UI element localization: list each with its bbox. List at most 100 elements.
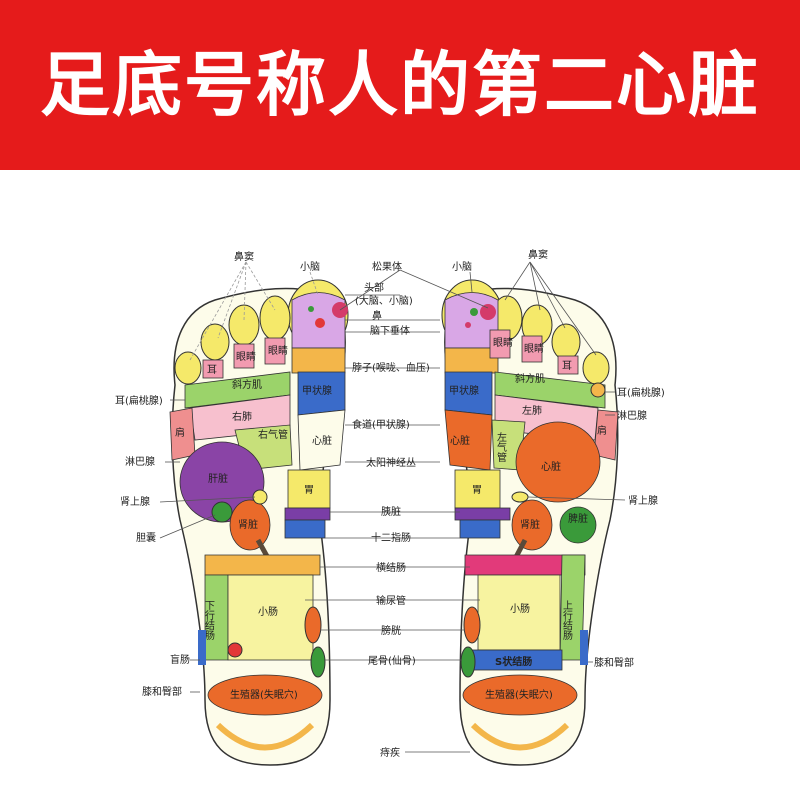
right-eye-zone-1 — [489, 329, 511, 359]
right-toe-4 — [551, 323, 581, 361]
right-stomach-label: 胃 — [472, 484, 482, 496]
right-trapezius-label: 斜方肌 — [515, 372, 545, 385]
label-nose: 鼻 — [372, 309, 382, 322]
right-duodenum-zone — [459, 519, 501, 539]
label-lymph-left: 淋巴腺 — [125, 455, 155, 468]
right-heel-arc — [470, 722, 570, 751]
right-reproductive-zone — [462, 674, 578, 716]
left-shoulder-label: 肩 — [175, 426, 185, 439]
left-thyroid-label: 甲状腺 — [302, 384, 332, 397]
right-transverse-colon-zone — [464, 554, 586, 576]
right-coccyx-zone — [460, 646, 476, 678]
right-trapezius-zone — [494, 371, 606, 409]
left-gallbladder-dot — [211, 501, 233, 523]
left-transverse-colon-zone — [204, 554, 321, 576]
right-kidney-label: 肾脏 — [520, 518, 540, 531]
left-eye-zone-2 — [233, 343, 255, 369]
left-bladder-zone — [304, 606, 322, 644]
page-title: 足底号称人的第二心脏 — [40, 44, 760, 126]
left-bronchus-label: 右气管 — [258, 428, 288, 441]
left-heart-label: 心脏 — [312, 434, 332, 447]
right-pancreas-zone — [454, 507, 511, 521]
right-adrenal-dot — [511, 491, 529, 503]
right-eye-zone-2 — [521, 335, 543, 363]
left-adrenal-dot — [252, 489, 268, 505]
label-adrenal-right: 肾上腺 — [628, 494, 658, 507]
label-knee-right: 膝和臀部 — [594, 656, 634, 669]
right-pineal-dot — [480, 304, 496, 320]
left-heart-zone — [297, 409, 346, 471]
left-knee-zone — [198, 630, 206, 665]
label-hemorrhoids: 痔疾 — [380, 746, 400, 759]
left-pancreas-zone — [284, 507, 331, 521]
left-ear-zone — [202, 359, 224, 379]
left-lung-label: 右肺 — [232, 410, 252, 423]
label-nose-sinus-left: 鼻窦 — [234, 250, 254, 263]
right-bladder-zone — [463, 606, 481, 644]
left-reproductive-zone — [207, 674, 323, 716]
label-duodenum: 十二指肠 — [371, 531, 411, 544]
label-nose-sinus-right: 鼻窦 — [528, 248, 548, 261]
right-bronchus-label: 左气管 — [495, 431, 507, 463]
left-eye-label-1: 眼睛 — [268, 345, 288, 357]
right-heart-small-label: 心脏 — [450, 434, 470, 447]
right-knee-zone — [580, 630, 588, 665]
left-liver-label: 肝脏 — [208, 472, 228, 485]
left-toe-3 — [228, 304, 260, 346]
label-neck: 脖子(喉咙、血压) — [352, 361, 430, 374]
label-head: 头部 — [364, 281, 384, 294]
left-neck-zone — [291, 347, 346, 374]
right-pituitary-dot — [465, 322, 471, 328]
right-foot: 眼睛 眼睛 耳 斜方肌 左肺 肩 甲状腺 心脏 左气管 心脏 胃 肾脏 脾脏 上… — [441, 279, 619, 766]
right-ear-label: 耳 — [562, 360, 572, 372]
left-duodenum-zone — [284, 519, 326, 539]
right-eye-label-1: 眼睛 — [493, 337, 513, 349]
right-shoulder-zone — [593, 409, 619, 461]
leader-lines — [159, 261, 626, 753]
left-toe-2 — [259, 295, 291, 341]
label-esophagus: 食道(甲状腺) — [352, 418, 410, 431]
label-transverse-colon: 横结肠 — [376, 561, 406, 574]
left-toe-5 — [174, 351, 202, 385]
label-head-sub: (大脑、小脑) — [355, 294, 413, 307]
left-toe-4 — [200, 323, 230, 361]
left-kidney-label: 肾脏 — [238, 518, 258, 531]
label-ureter: 输尿管 — [376, 594, 406, 607]
right-ascending-colon-label: 上行结肠 — [561, 600, 573, 641]
right-eye-label-2: 眼睛 — [524, 343, 544, 355]
left-eye-label-2: 眼睛 — [236, 351, 256, 363]
label-ear-tonsil-right: 耳(扁桃腺) — [617, 386, 665, 399]
label-bladder: 膀胱 — [381, 624, 401, 637]
left-small-intestine-label: 小肠 — [258, 606, 278, 618]
left-appendix-dot — [227, 642, 243, 658]
right-ear-zone — [557, 355, 579, 375]
right-spleen-zone — [559, 506, 597, 544]
left-foot: 眼睛 眼睛 耳 斜方肌 右肺 肩 右气管 甲状腺 心脏 肝脏 胃 肾脏 — [169, 279, 349, 766]
label-solar-plexus: 太阳神经丛 — [366, 456, 416, 469]
right-ear-tonsil-dot — [590, 382, 606, 398]
left-reproductive-label: 生殖器(失眠穴) — [230, 688, 298, 701]
right-nose-dot — [470, 308, 478, 316]
label-ear-tonsil-left: 耳(扁桃腺) — [115, 394, 163, 407]
left-nose-dot — [315, 318, 325, 328]
label-knee-left: 膝和臀部 — [142, 685, 182, 698]
right-heart-zone — [515, 421, 601, 503]
label-gallbladder: 胆囊 — [136, 531, 156, 544]
label-pituitary: 脑下垂体 — [370, 324, 410, 337]
left-kidney-zone — [229, 499, 271, 551]
label-cerebellum-right: 小脑 — [452, 260, 472, 273]
right-reproductive-label: 生殖器(失眠穴) — [485, 688, 553, 701]
label-pineal: 松果体 — [372, 260, 402, 273]
external-labels: 鼻窦 小脑 松果体 小脑 鼻窦 头部 (大脑、小脑) 鼻 脑下垂体 脖子(喉咙、… — [115, 248, 665, 759]
label-lymph-right: 淋巴腺 — [617, 409, 647, 422]
right-thyroid-label: 甲状腺 — [449, 384, 479, 397]
label-cerebellum-left: 小脑 — [300, 260, 320, 273]
label-adrenal-left: 肾上腺 — [120, 495, 150, 508]
label-coccyx: 尾骨(仙骨) — [368, 654, 416, 667]
right-small-intestine-label: 小肠 — [510, 603, 530, 615]
left-eye-zone-1 — [264, 337, 286, 365]
left-heel-arc — [215, 722, 315, 751]
label-pancreas: 胰脏 — [381, 505, 401, 518]
right-shoulder-label: 肩 — [597, 424, 607, 437]
